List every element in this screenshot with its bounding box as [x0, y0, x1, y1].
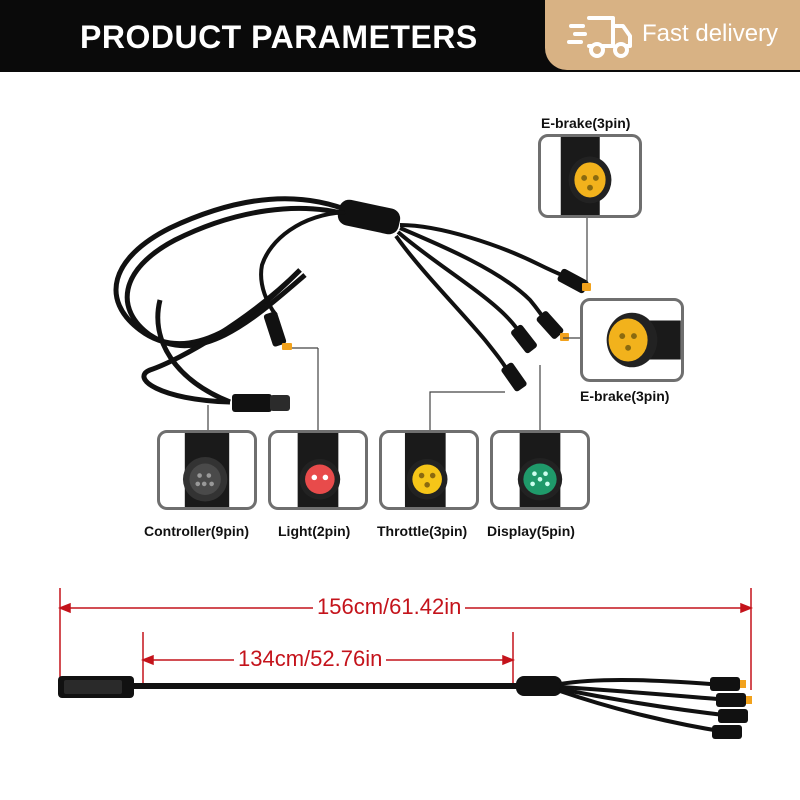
light-thumbnail: [268, 430, 368, 510]
controller-plug: [232, 394, 290, 412]
cable-diagram: [113, 196, 591, 430]
light-label: Light(2pin): [278, 523, 351, 539]
splitter-body: [337, 199, 401, 235]
ebrake-top-label: E-brake(3pin): [541, 115, 631, 131]
page-title: PRODUCT PARAMETERS: [80, 19, 478, 55]
connector-face-icon: [297, 433, 341, 507]
main-length-label: 134cm/52.76in: [234, 646, 387, 672]
connector-face-icon: [404, 433, 448, 507]
display-label: Display(5pin): [487, 523, 575, 539]
ebrake-mid-thumbnail: [580, 298, 684, 382]
straight-cable: [58, 676, 752, 739]
total-length-label: 156cm/61.42in: [313, 594, 466, 620]
connector-face-icon: [606, 312, 681, 368]
delivery-truck-icon: [567, 16, 632, 58]
connector-face-icon: [560, 137, 612, 215]
leader-lines: [207, 218, 588, 430]
ebrake-mid-label: E-brake(3pin): [580, 388, 670, 404]
connector-face-icon: [182, 433, 230, 507]
throttle-thumbnail: [379, 430, 479, 510]
plug-tips: [282, 283, 591, 350]
header-bar: PRODUCT PARAMETERS Fast delivery: [0, 0, 800, 72]
controller-thumbnail: [157, 430, 257, 510]
controller-label: Controller(9pin): [144, 523, 249, 539]
throttle-label: Throttle(3pin): [377, 523, 468, 539]
display-thumbnail: [490, 430, 590, 510]
connector-face-icon: [517, 433, 563, 507]
ebrake-top-thumbnail: [538, 134, 642, 218]
branch-plugs: [263, 268, 589, 392]
coiled-cable: [113, 196, 353, 405]
fast-delivery-text: Fast delivery: [642, 20, 779, 47]
fast-delivery-badge: Fast delivery: [545, 0, 800, 70]
